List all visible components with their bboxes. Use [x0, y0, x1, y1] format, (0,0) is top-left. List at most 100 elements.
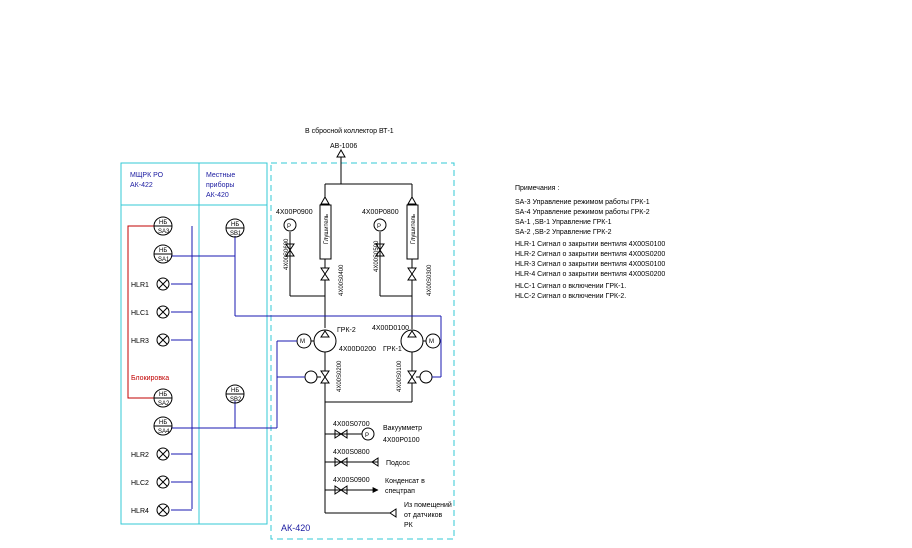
tag-d0200: 4Х00D0200 [339, 346, 376, 353]
switch-sa4[interactable]: НБ SA4 [153, 416, 173, 436]
svg-text:М: М [300, 339, 305, 345]
left-header-line2: АК-422 [130, 182, 153, 189]
top-outlet-code: АВ-1006 [330, 143, 357, 150]
actuator-left [304, 370, 318, 384]
svg-text:SB2: SB2 [230, 397, 242, 403]
lamp-hlr1: HLR1 [131, 277, 170, 291]
podsos-label: Подсос [386, 460, 410, 467]
svg-text:SB1: SB1 [230, 231, 242, 237]
svg-text:НБ: НБ [159, 392, 167, 398]
note-line: HLR-2 Сигнал о закрытии вентиля 4Х00S020… [515, 251, 665, 258]
tag-s0900: 4Х00S0900 [333, 477, 370, 484]
lamp-hlr2: HLR2 [131, 447, 170, 461]
valve-s0700 [334, 429, 348, 439]
tag-s0300: 4Х00S0300 [427, 264, 433, 296]
svg-text:SA2: SA2 [158, 401, 170, 407]
pump-grk2-label: ГРК-2 [337, 327, 356, 334]
control-wiring [171, 226, 442, 511]
actuator-right [419, 370, 433, 384]
valve-s0100 [407, 370, 417, 384]
vacuum-gauge [361, 427, 375, 441]
svg-text:HLR3: HLR3 [131, 338, 149, 345]
note-line: SA-4 Управление режимом работы ГРК-2 [515, 208, 650, 216]
lamp-hlc2: HLC2 [131, 475, 170, 489]
valve-s0200 [320, 370, 330, 384]
switch-sa2[interactable]: НБ SA2 [153, 388, 173, 408]
blocking-wiring: Блокировка [127, 225, 169, 399]
tag-s0700: 4Х00S0700 [333, 421, 370, 428]
note-line: HLR-4 Сигнал о закрытии вентиля 4Х00S020… [515, 271, 665, 278]
tag-s0200: 4Х00S0200 [337, 360, 343, 392]
svg-text:HLC2: HLC2 [131, 480, 149, 487]
pump-grk1 [400, 329, 424, 353]
muffler-right-label: Глушитель [411, 214, 417, 244]
condensate-line1: Конденсат в [385, 478, 425, 485]
room-line2: от датчиков [404, 512, 443, 519]
top-outlet-label: В сбросной коллектор ВТ-1 [305, 127, 394, 135]
mid-header-line3: АК-420 [206, 192, 229, 199]
lamp-hlr4: HLR4 [131, 503, 170, 517]
svg-text:М: М [429, 339, 434, 345]
note-line: HLR-3 Сигнал о закрытии вентиля 4Х00S010… [515, 261, 665, 268]
left-header-line1: МЩРК РО [130, 172, 164, 179]
lamp-hlr3: HLR3 [131, 333, 170, 347]
valve-s0800 [334, 457, 348, 467]
note-line: HLC-2 Сигнал о включении ГРК-2. [515, 293, 626, 300]
left-process-branch: Глушитель P 4Х00Р0900 4Х00S0600 4Х00S040… [276, 184, 376, 513]
switch-sb1[interactable]: НБ SB1 [225, 218, 245, 238]
svg-text:HLC1: HLC1 [131, 310, 149, 317]
svg-text:SA4: SA4 [158, 429, 170, 435]
tag-d0100: 4Х00D0100 [372, 325, 409, 332]
svg-text:HLR1: HLR1 [131, 282, 149, 289]
room-line3: РК [404, 522, 414, 529]
pump-grk2 [313, 329, 337, 353]
svg-text:НБ: НБ [159, 248, 167, 254]
blocking-label: Блокировка [131, 375, 169, 382]
note-line: SA-3 Управление режимом работы ГРК-1 [515, 198, 650, 206]
valve-s0600 [285, 243, 295, 257]
notes-title: Примечания : [515, 185, 559, 192]
switch-sa3[interactable]: НБ SA3 [153, 216, 173, 236]
svg-text:HLR2: HLR2 [131, 452, 149, 459]
note-line: SA-1 ,SB-1 Управление ГРК-1 [515, 219, 612, 226]
svg-text:P: P [377, 224, 381, 230]
svg-text:НБ: НБ [159, 220, 167, 226]
tag-s0100: 4Х00S0100 [397, 360, 403, 392]
svg-text:SA1: SA1 [158, 257, 170, 263]
lamp-hlc1: HLC1 [131, 305, 170, 319]
control-panel-frame [120, 162, 268, 525]
pressure-gauge-right [373, 218, 387, 232]
svg-text:НБ: НБ [159, 420, 167, 426]
pump-grk1-label: ГРК-1 [383, 346, 402, 353]
mid-header-line1: Местные [206, 172, 235, 179]
valve-s0400 [320, 267, 330, 281]
switch-sa1[interactable]: НБ SA1 [153, 244, 173, 264]
zone-ak420-frame [270, 162, 455, 540]
lower-outlets: 4Х00S0700 P Вакуумметр 4Х00Р0100 4Х00S08… [325, 421, 452, 529]
panel-frames [120, 162, 455, 540]
note-line: HLR-1 Сигнал о закрытии вентиля 4Х00S010… [515, 241, 665, 248]
valve-s0900 [334, 485, 348, 495]
tag-p0900: 4Х00Р0900 [276, 209, 313, 216]
note-line: SA-2 ,SB-2 Управление ГРК-2 [515, 229, 612, 236]
tag-p0800: 4Х00Р0800 [362, 209, 399, 216]
tag-s0800: 4Х00S0800 [333, 449, 370, 456]
switch-sb2[interactable]: НБ SB2 [225, 384, 245, 404]
svg-text:НБ: НБ [231, 222, 239, 228]
svg-text:P: P [287, 224, 291, 230]
zone-label: АК-420 [281, 523, 310, 533]
tag-s0400: 4Х00S0400 [339, 264, 345, 296]
tag-s0600: 4Х00S0600 [284, 238, 290, 270]
pressure-gauge-left [283, 218, 297, 232]
svg-text:P: P [365, 433, 369, 439]
svg-text:НБ: НБ [231, 388, 239, 394]
condensate-line2: спецтрап [385, 488, 415, 495]
mid-header-line2: приборы [206, 181, 234, 189]
valve-s0500 [375, 243, 385, 257]
tag-p0100: 4Х00Р0100 [383, 437, 420, 444]
right-process-branch: Глушитель P 4Х00Р0800 4Х00S0500 4Х00S030… [362, 184, 441, 402]
svg-text:HLR4: HLR4 [131, 508, 149, 515]
room-line1: Из помещений [404, 501, 452, 509]
svg-text:SA3: SA3 [158, 229, 170, 235]
